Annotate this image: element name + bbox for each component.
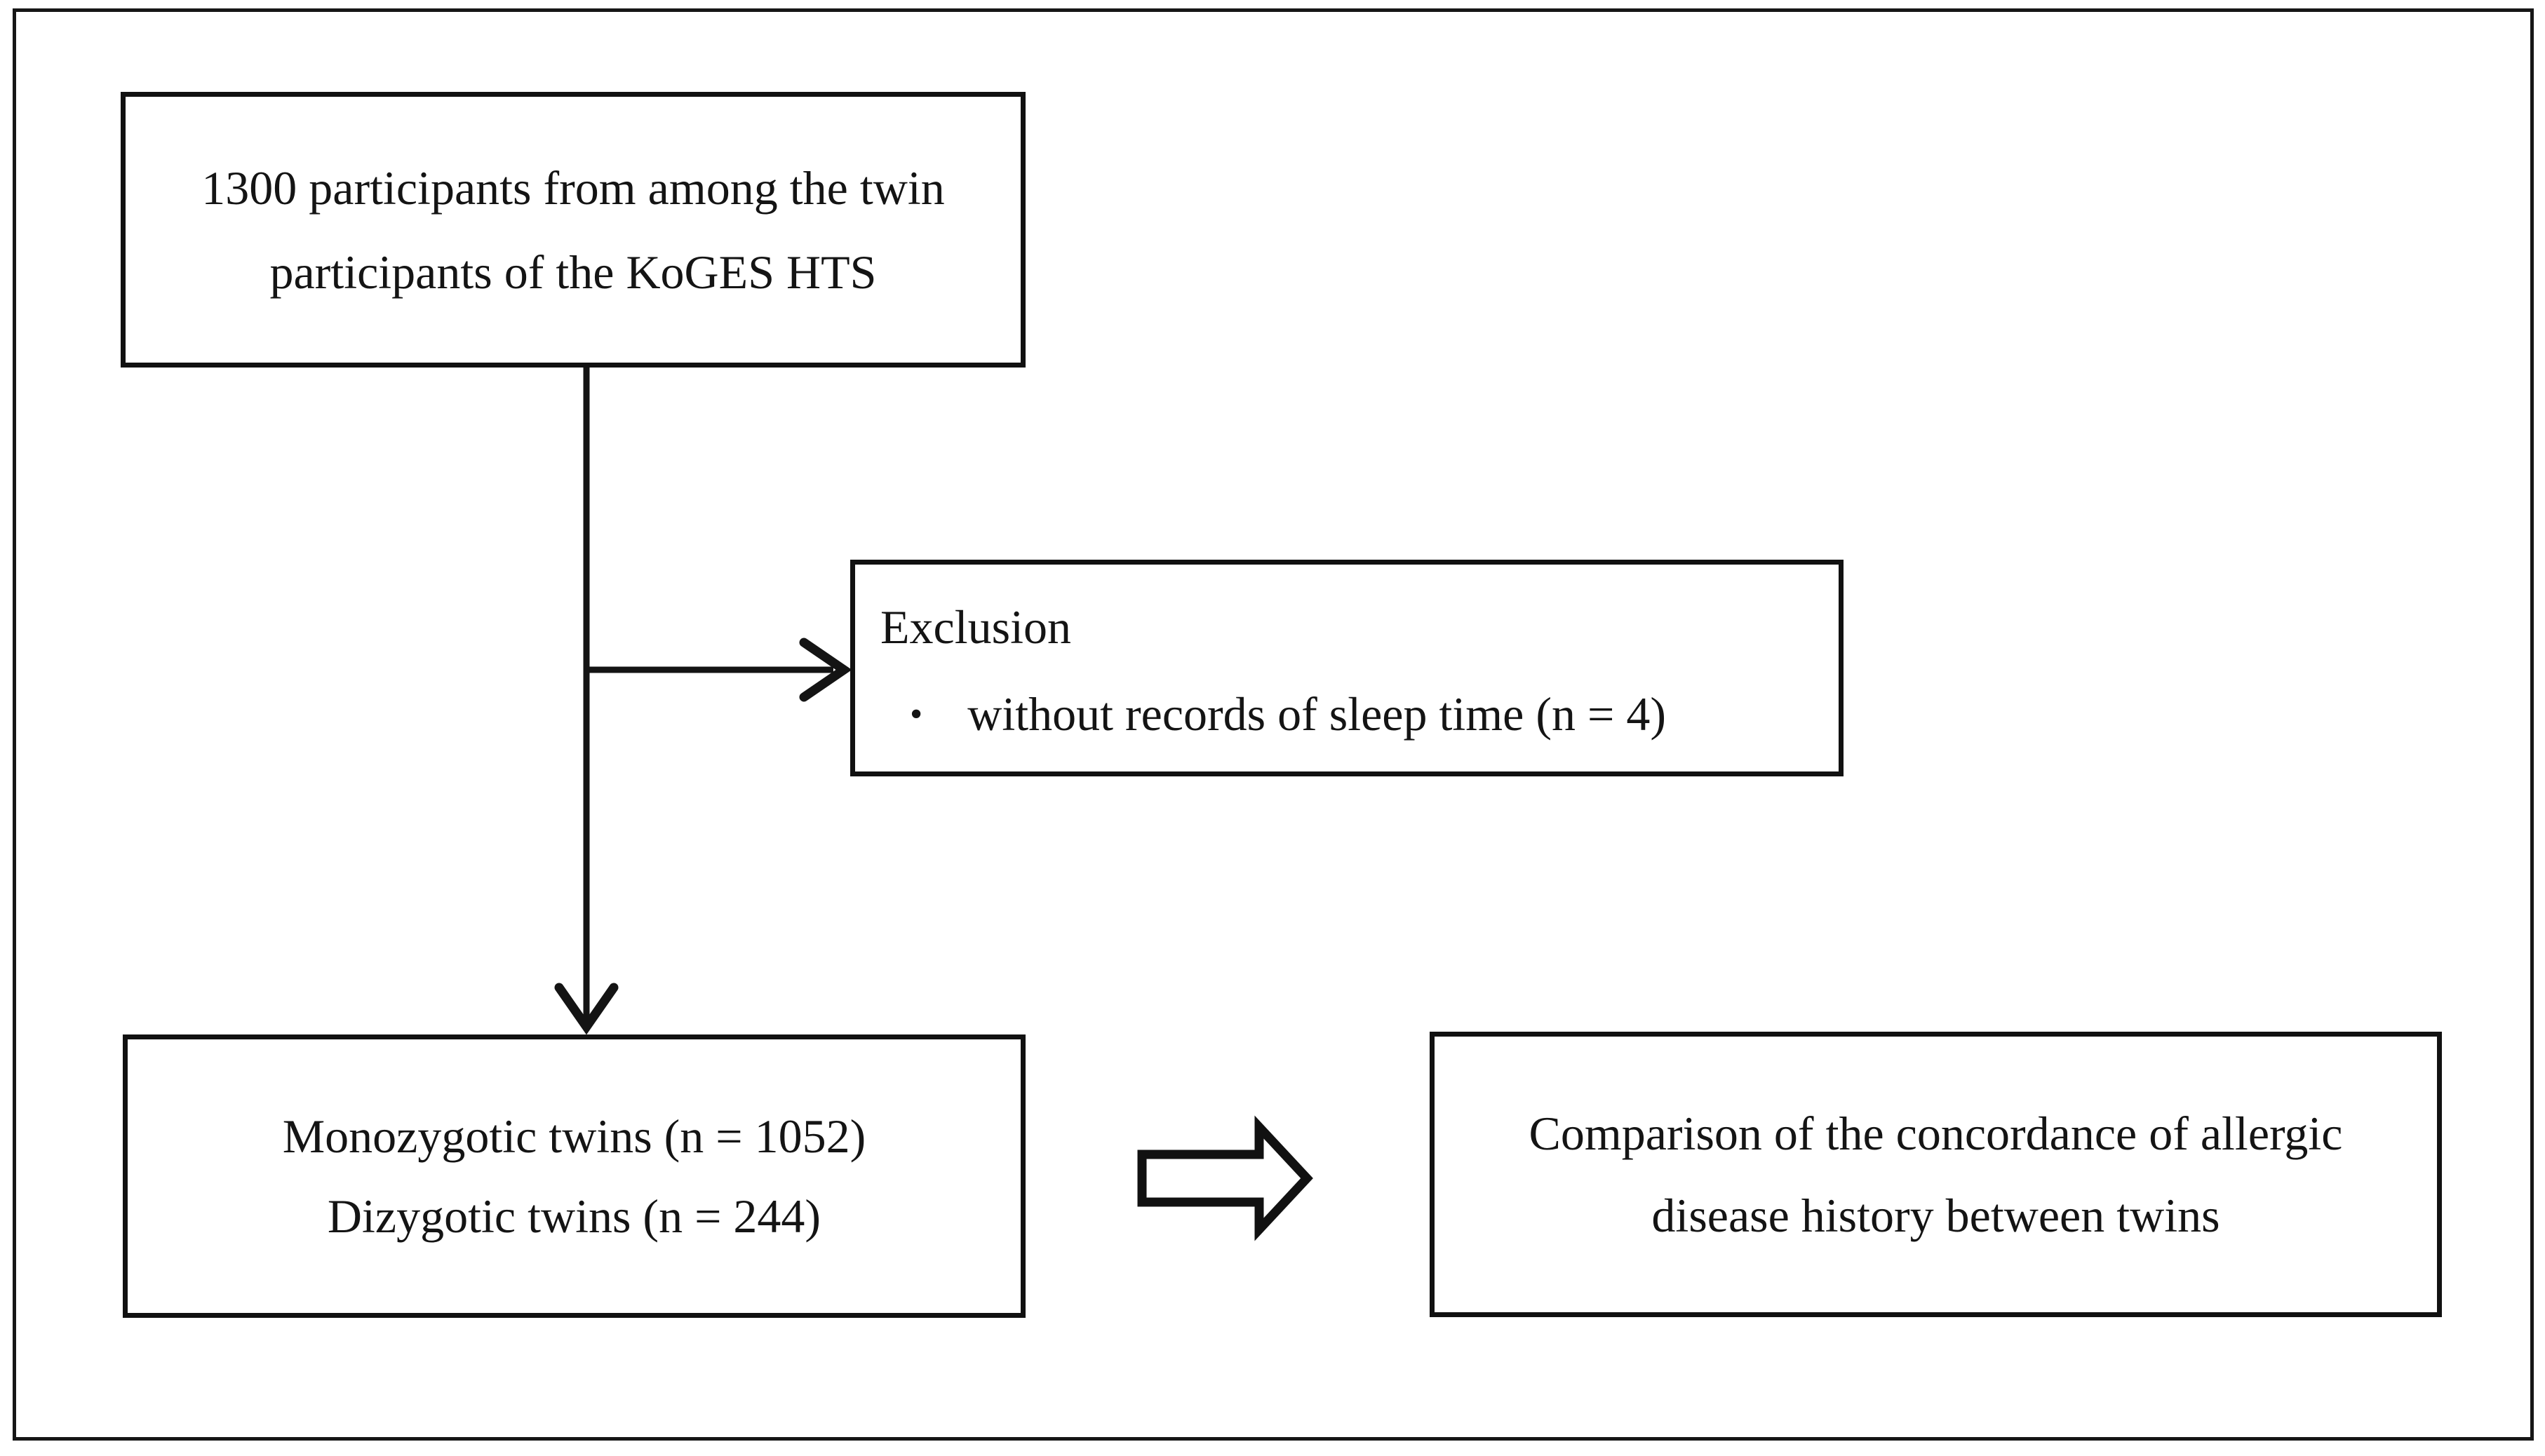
box-text-line: Dizygotic twins (n = 244) xyxy=(327,1189,821,1243)
box-text-line: disease history between twins xyxy=(1651,1188,2220,1242)
box-text-line: 1300 participants from among the twin xyxy=(201,161,945,215)
diagram-border xyxy=(13,8,2534,1441)
box-text-line: Monozygotic twins (n = 1052) xyxy=(282,1110,866,1163)
participants-box: 1300 participants from among the twin pa… xyxy=(121,92,1026,368)
box-text-line: Comparison of the concordance of allergi… xyxy=(1529,1106,2343,1160)
exclusion-bullet-item: • without records of sleep time (n = 4) xyxy=(880,670,1818,762)
exclusion-bullet-text: without records of sleep time (n = 4) xyxy=(967,687,1666,741)
box-text-line: participants of the KoGES HTS xyxy=(269,245,877,299)
exclusion-box: Exclusion • without records of sleep tim… xyxy=(850,560,1844,776)
exclusion-title: Exclusion xyxy=(880,600,1071,654)
comparison-box: Comparison of the concordance of allergi… xyxy=(1430,1032,2442,1317)
bullet-icon: • xyxy=(910,694,923,734)
twins-box: Monozygotic twins (n = 1052) Dizygotic t… xyxy=(123,1034,1026,1318)
